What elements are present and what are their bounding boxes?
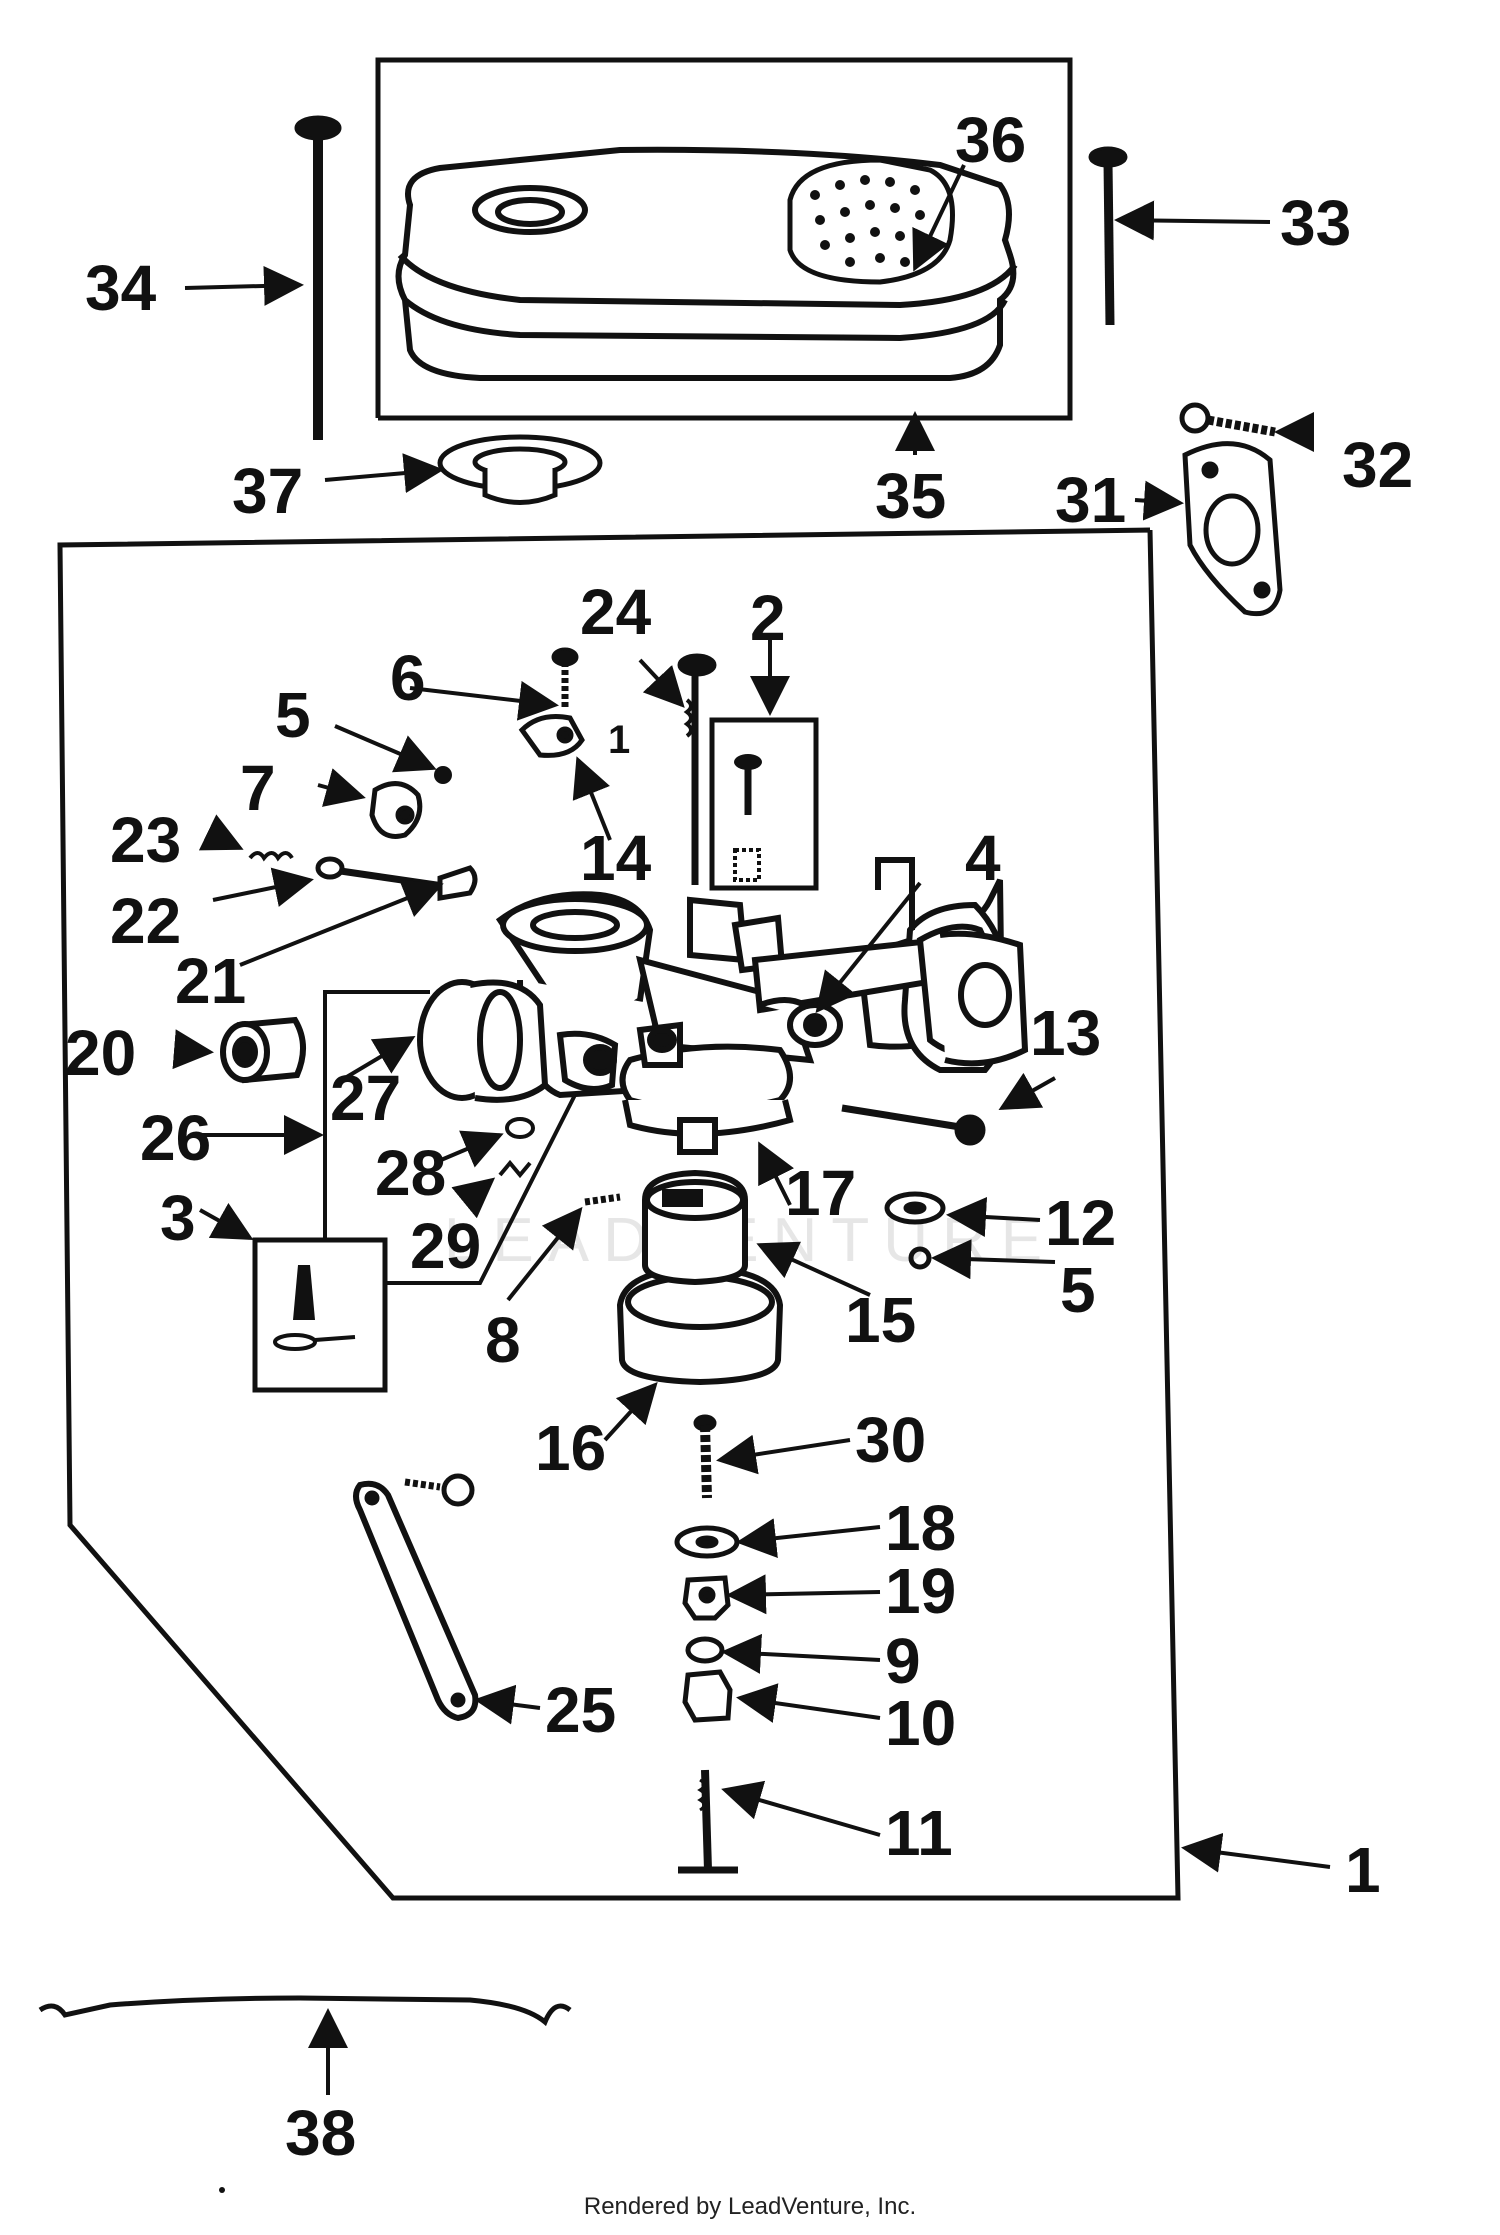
nut-19: [682, 1575, 731, 1621]
elbow-gasket-37: [437, 434, 603, 505]
callout-9: 9: [885, 1625, 921, 1697]
callout-12: 12: [1045, 1187, 1116, 1259]
callout-16: 16: [535, 1412, 606, 1484]
screw-32: [1179, 402, 1276, 437]
screw-25: [404, 1473, 475, 1507]
callout-20: 20: [65, 1017, 136, 1089]
nut-10: [682, 1669, 733, 1723]
callout-26: 26: [140, 1102, 211, 1174]
gasket-31: [1182, 441, 1283, 617]
callout-19: 19: [885, 1555, 956, 1627]
intake-flange: [916, 923, 1029, 1067]
callout-4: 4: [965, 822, 1001, 894]
callout-5-bottom: 5: [1060, 1254, 1096, 1326]
kit-bracket: [323, 990, 582, 1285]
callout-29: 29: [410, 1210, 481, 1282]
callout-3: 3: [160, 1182, 196, 1254]
carburetor-assembly-outline: [57, 527, 1181, 1901]
bushing-20: [220, 1016, 306, 1084]
choke-shaft-21: [248, 851, 478, 901]
needle-24: [677, 653, 717, 885]
air-filter-element: [787, 157, 955, 285]
spring-38: [38, 1995, 572, 2027]
kit-box-3: [252, 1237, 388, 1393]
callout-33: 33: [1280, 187, 1351, 259]
washer-12: [884, 1191, 946, 1225]
callout-25: 25: [545, 1674, 616, 1746]
washer-9: [685, 1636, 725, 1664]
callout-5-top: 5: [275, 679, 311, 751]
spring-29: [498, 1159, 532, 1179]
callout-labels: 34 33 36 35 37 32 31 24 2 6 1 5 7 23 22 …: [65, 104, 1413, 2169]
callout-38: 38: [285, 2097, 356, 2169]
float-bowl-16: [616, 1264, 784, 1386]
callout-15: 15: [845, 1284, 916, 1356]
callout-37: 37: [232, 455, 303, 527]
idle-screw-13: [841, 1104, 986, 1146]
callout-23: 23: [110, 804, 181, 876]
link-rod-25: [353, 1480, 479, 1722]
callout-27: 27: [330, 1062, 401, 1134]
callout-34: 34: [85, 252, 157, 324]
long-screw-34: [294, 115, 342, 440]
callout-10: 10: [885, 1687, 956, 1759]
stray-dot: [219, 2187, 225, 2193]
pin-8: [584, 1193, 621, 1206]
screw-6: [551, 647, 579, 708]
kit-box-2: [709, 717, 819, 891]
callout-1: 1: [1345, 1834, 1381, 1906]
callout-31: 31: [1055, 464, 1126, 536]
washer-18: [674, 1525, 740, 1559]
washer-28: [505, 1117, 535, 1139]
callout-small-1: 1: [608, 718, 630, 762]
callout-2: 2: [750, 582, 786, 654]
callout-28: 28: [375, 1137, 446, 1209]
leader-arrows: [172, 164, 1331, 2095]
callout-32: 32: [1342, 429, 1413, 501]
callout-7: 7: [240, 752, 276, 824]
footer-credit: Rendered by LeadVenture, Inc.: [583, 2193, 917, 2220]
choke-housing-27: [417, 979, 549, 1103]
callout-30: 30: [855, 1404, 926, 1476]
callout-36: 36: [955, 104, 1026, 176]
air-cleaner-box: [375, 57, 1073, 421]
screw-33: [1088, 146, 1128, 326]
callout-17: 17: [785, 1157, 856, 1229]
callout-13: 13: [1030, 997, 1101, 1069]
screw-5-top: [434, 766, 452, 784]
callout-18: 18: [885, 1492, 956, 1564]
callout-24: 24: [580, 576, 652, 648]
screw-5-bottom: [908, 1246, 932, 1270]
float-15: [642, 1169, 748, 1286]
throttle-lever-14: [518, 714, 585, 758]
bowl-screw-30: [693, 1414, 717, 1499]
callout-6: 6: [390, 642, 426, 714]
callout-22: 22: [110, 885, 181, 957]
callout-11: 11: [885, 1797, 953, 1869]
callout-35: 35: [875, 460, 946, 532]
callout-21: 21: [175, 945, 246, 1017]
choke-plate-7: [369, 781, 423, 839]
callout-14: 14: [580, 822, 652, 894]
needle-11: [678, 1769, 738, 1874]
callout-8: 8: [485, 1304, 521, 1376]
